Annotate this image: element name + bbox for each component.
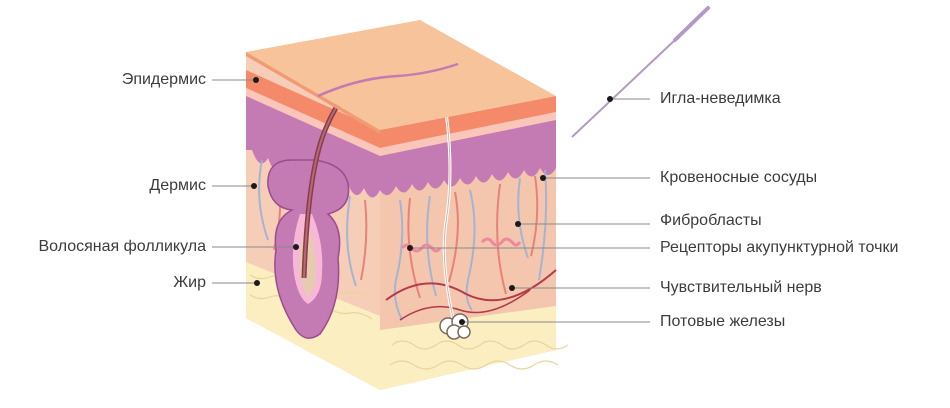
skin-block-right-face: [380, 96, 569, 390]
label-acupuncture-receptors: Рецепторы акупунктурной точки: [660, 239, 899, 256]
leader-lines: [212, 79, 650, 323]
label-epidermis: Эпидермис: [121, 71, 206, 88]
dot-fat: [254, 280, 260, 286]
dot-needle: [607, 96, 613, 102]
dot-dermis: [251, 183, 257, 189]
dot-receptors: [407, 245, 413, 251]
dot-sweat-glands: [459, 319, 465, 325]
skin-block-left-face: [246, 35, 408, 390]
dot-epidermis: [253, 77, 259, 83]
dot-vessels: [540, 175, 546, 181]
label-blood-vessels: Кровеносные сосуды: [660, 169, 818, 186]
label-dermis: Дермис: [149, 177, 206, 194]
dot-nerve: [509, 285, 515, 291]
leader-dots: [251, 77, 613, 325]
dot-follicle: [293, 244, 299, 250]
skin-block-top-face: [246, 20, 556, 134]
needle-illustration: [571, 6, 710, 138]
label-needle: Игла-неведимка: [660, 90, 781, 107]
label-hair-follicle: Волосяная фолликула: [38, 238, 206, 255]
label-fat: Жир: [173, 274, 206, 291]
dot-fibroblasts: [515, 221, 521, 227]
label-sweat-glands: Потовые железы: [660, 313, 786, 330]
label-sensitive-nerve: Чувствительный нерв: [660, 279, 822, 296]
label-fibroblasts: Фибробласты: [660, 212, 762, 229]
